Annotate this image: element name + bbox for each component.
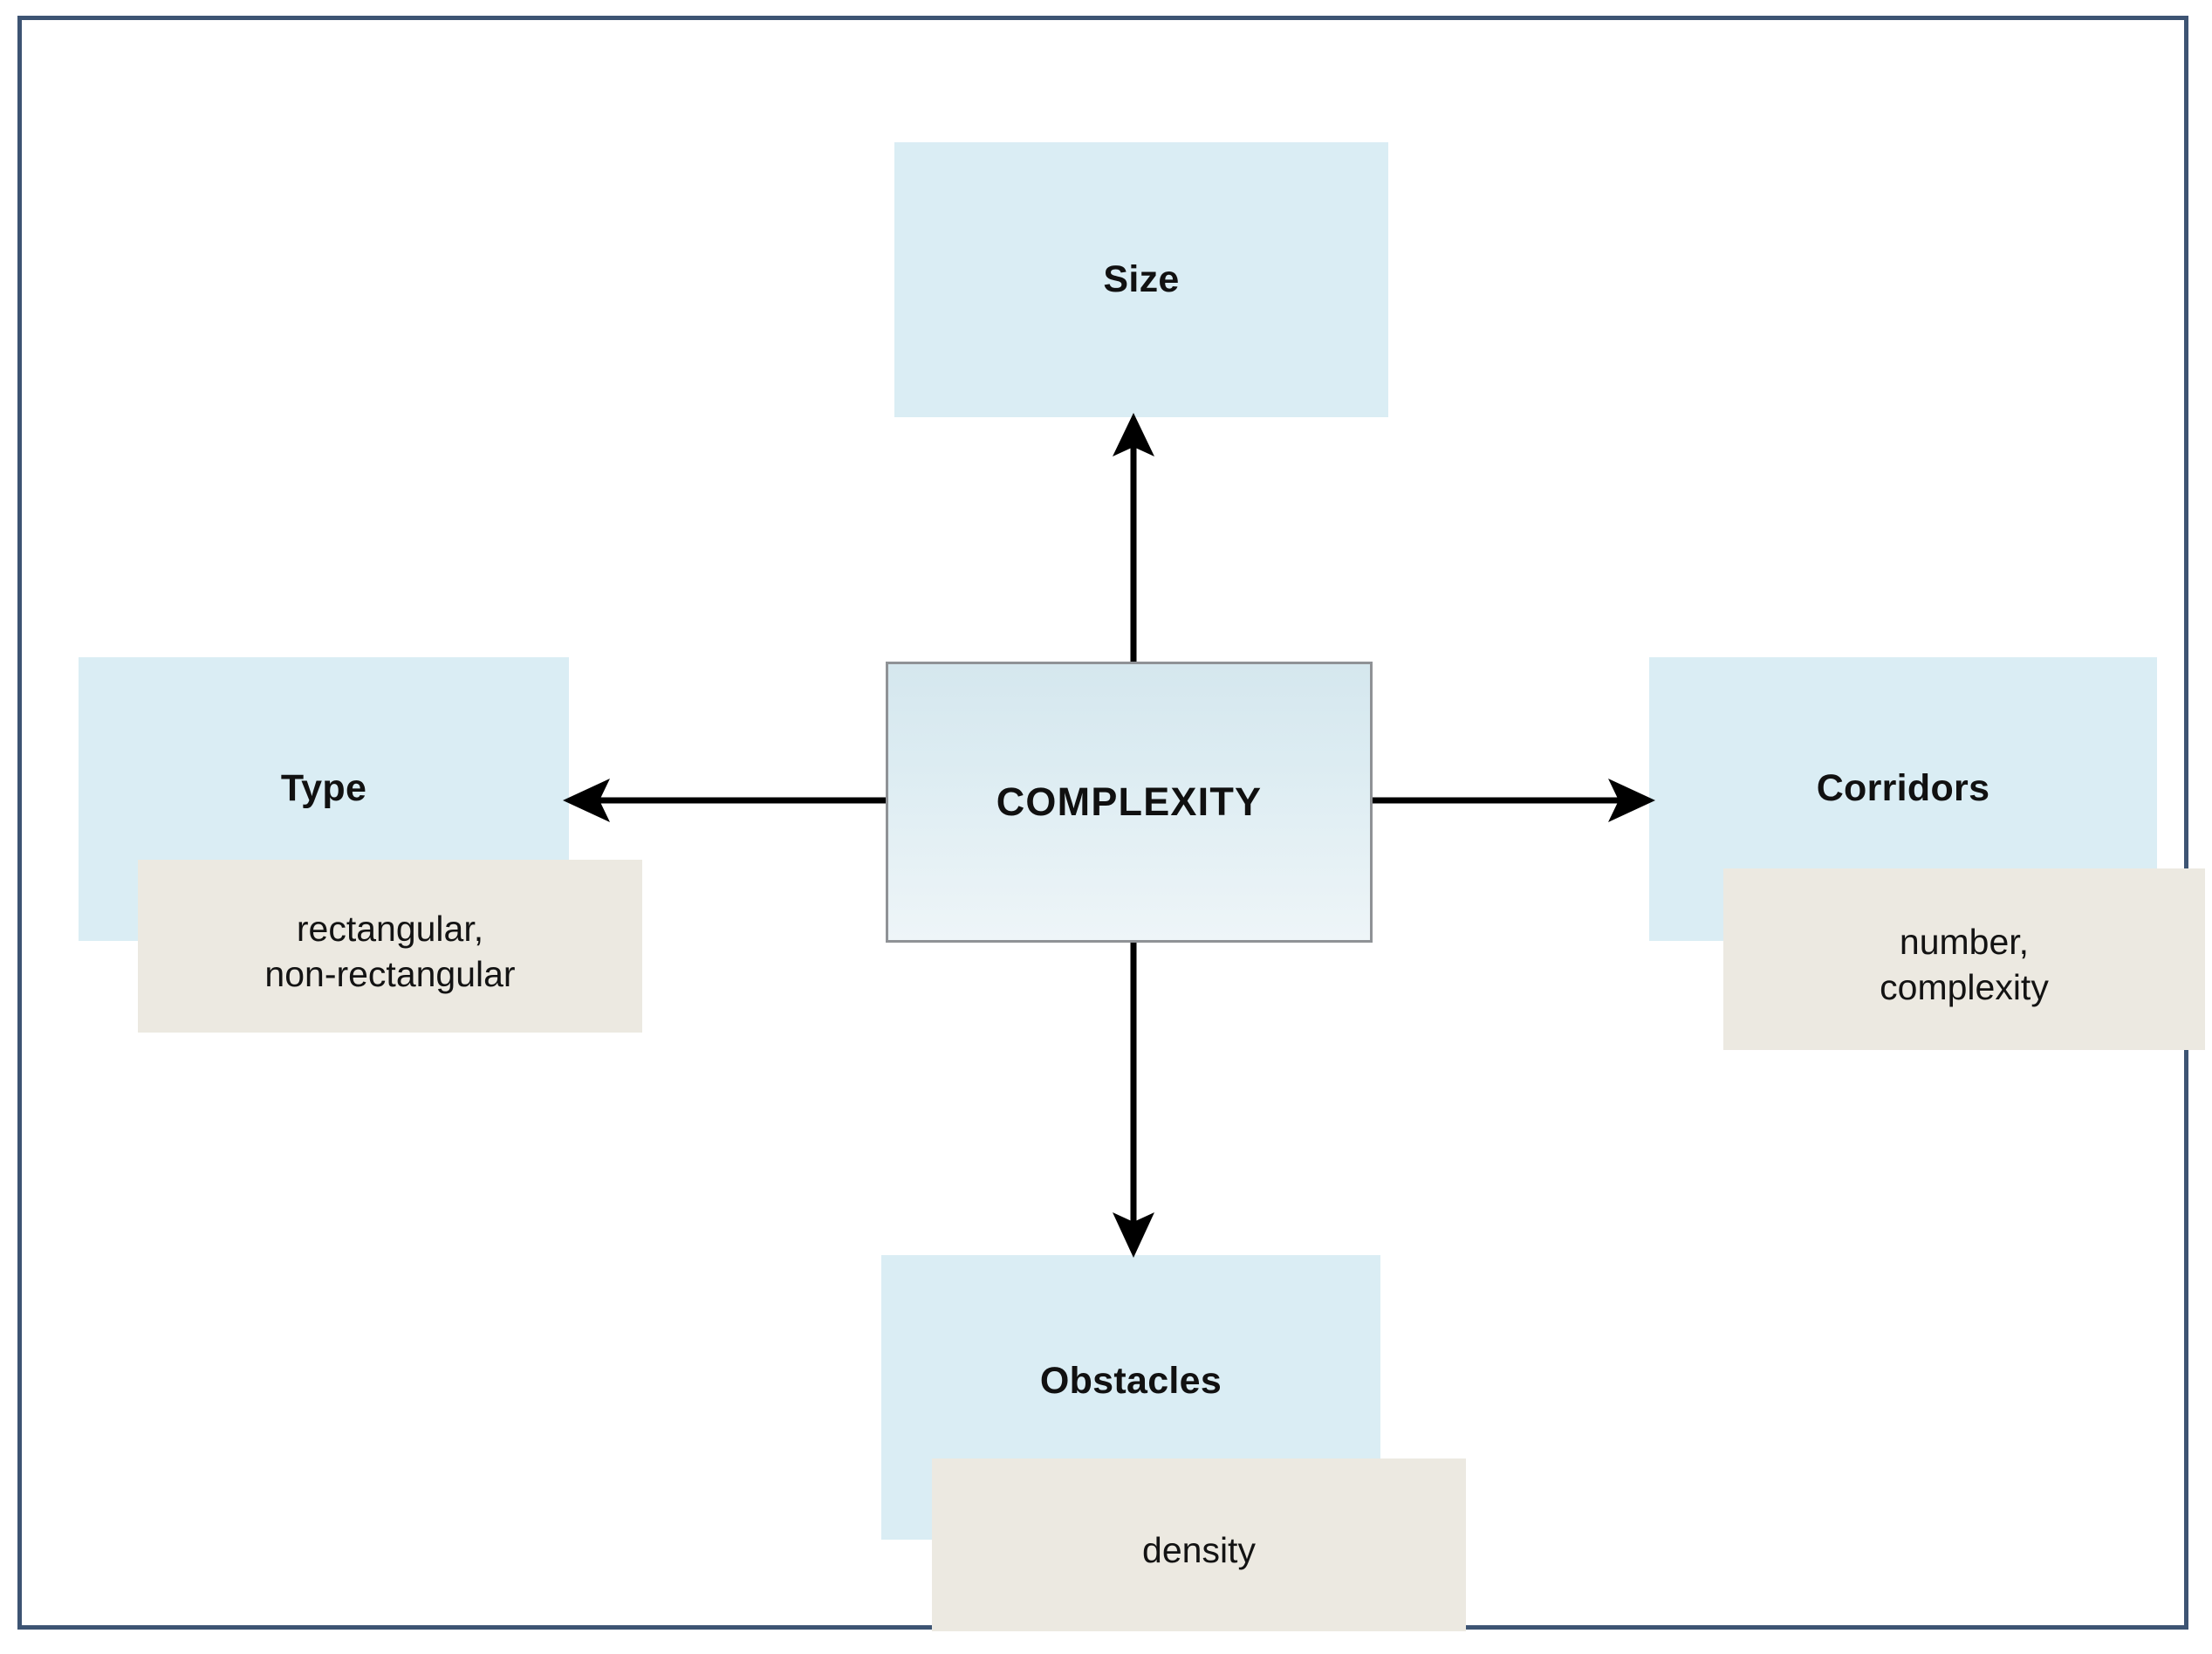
- detail-obstacles-text: density: [1142, 1527, 1256, 1573]
- node-size-label: Size: [1103, 257, 1180, 300]
- node-corridors-label: Corridors: [1816, 766, 1990, 809]
- detail-obstacles-line1: density: [1142, 1529, 1256, 1570]
- node-obstacles-label: Obstacles: [1039, 1360, 1222, 1403]
- arrow-right-to-corridors: [1367, 779, 1655, 822]
- detail-corridors-line2: complexity: [1880, 967, 2049, 1007]
- detail-type-line1: rectangular,: [296, 908, 484, 949]
- detail-type-text: rectangular, non-rectangular: [264, 906, 515, 998]
- arrow-up-to-size: [1113, 413, 1154, 666]
- node-size[interactable]: Size: [894, 142, 1388, 417]
- node-complexity[interactable]: COMPLEXITY: [886, 662, 1373, 943]
- node-complexity-label: COMPLEXITY: [996, 779, 1263, 824]
- detail-type[interactable]: rectangular, non-rectangular: [138, 860, 642, 1033]
- arrow-left-to-type: [563, 779, 891, 822]
- detail-corridors-text: number, complexity: [1880, 919, 2049, 1011]
- detail-obstacles[interactable]: density: [932, 1458, 1466, 1631]
- node-type-label: Type: [280, 766, 367, 809]
- detail-corridors-line1: number,: [1899, 921, 2030, 962]
- detail-type-line2: non-rectangular: [264, 954, 516, 994]
- detail-corridors[interactable]: number, complexity: [1723, 868, 2205, 1050]
- arrow-down-to-obstacles: [1113, 940, 1154, 1258]
- diagram-frame: Size Type rectangular, non-rectangular C…: [17, 16, 2205, 1631]
